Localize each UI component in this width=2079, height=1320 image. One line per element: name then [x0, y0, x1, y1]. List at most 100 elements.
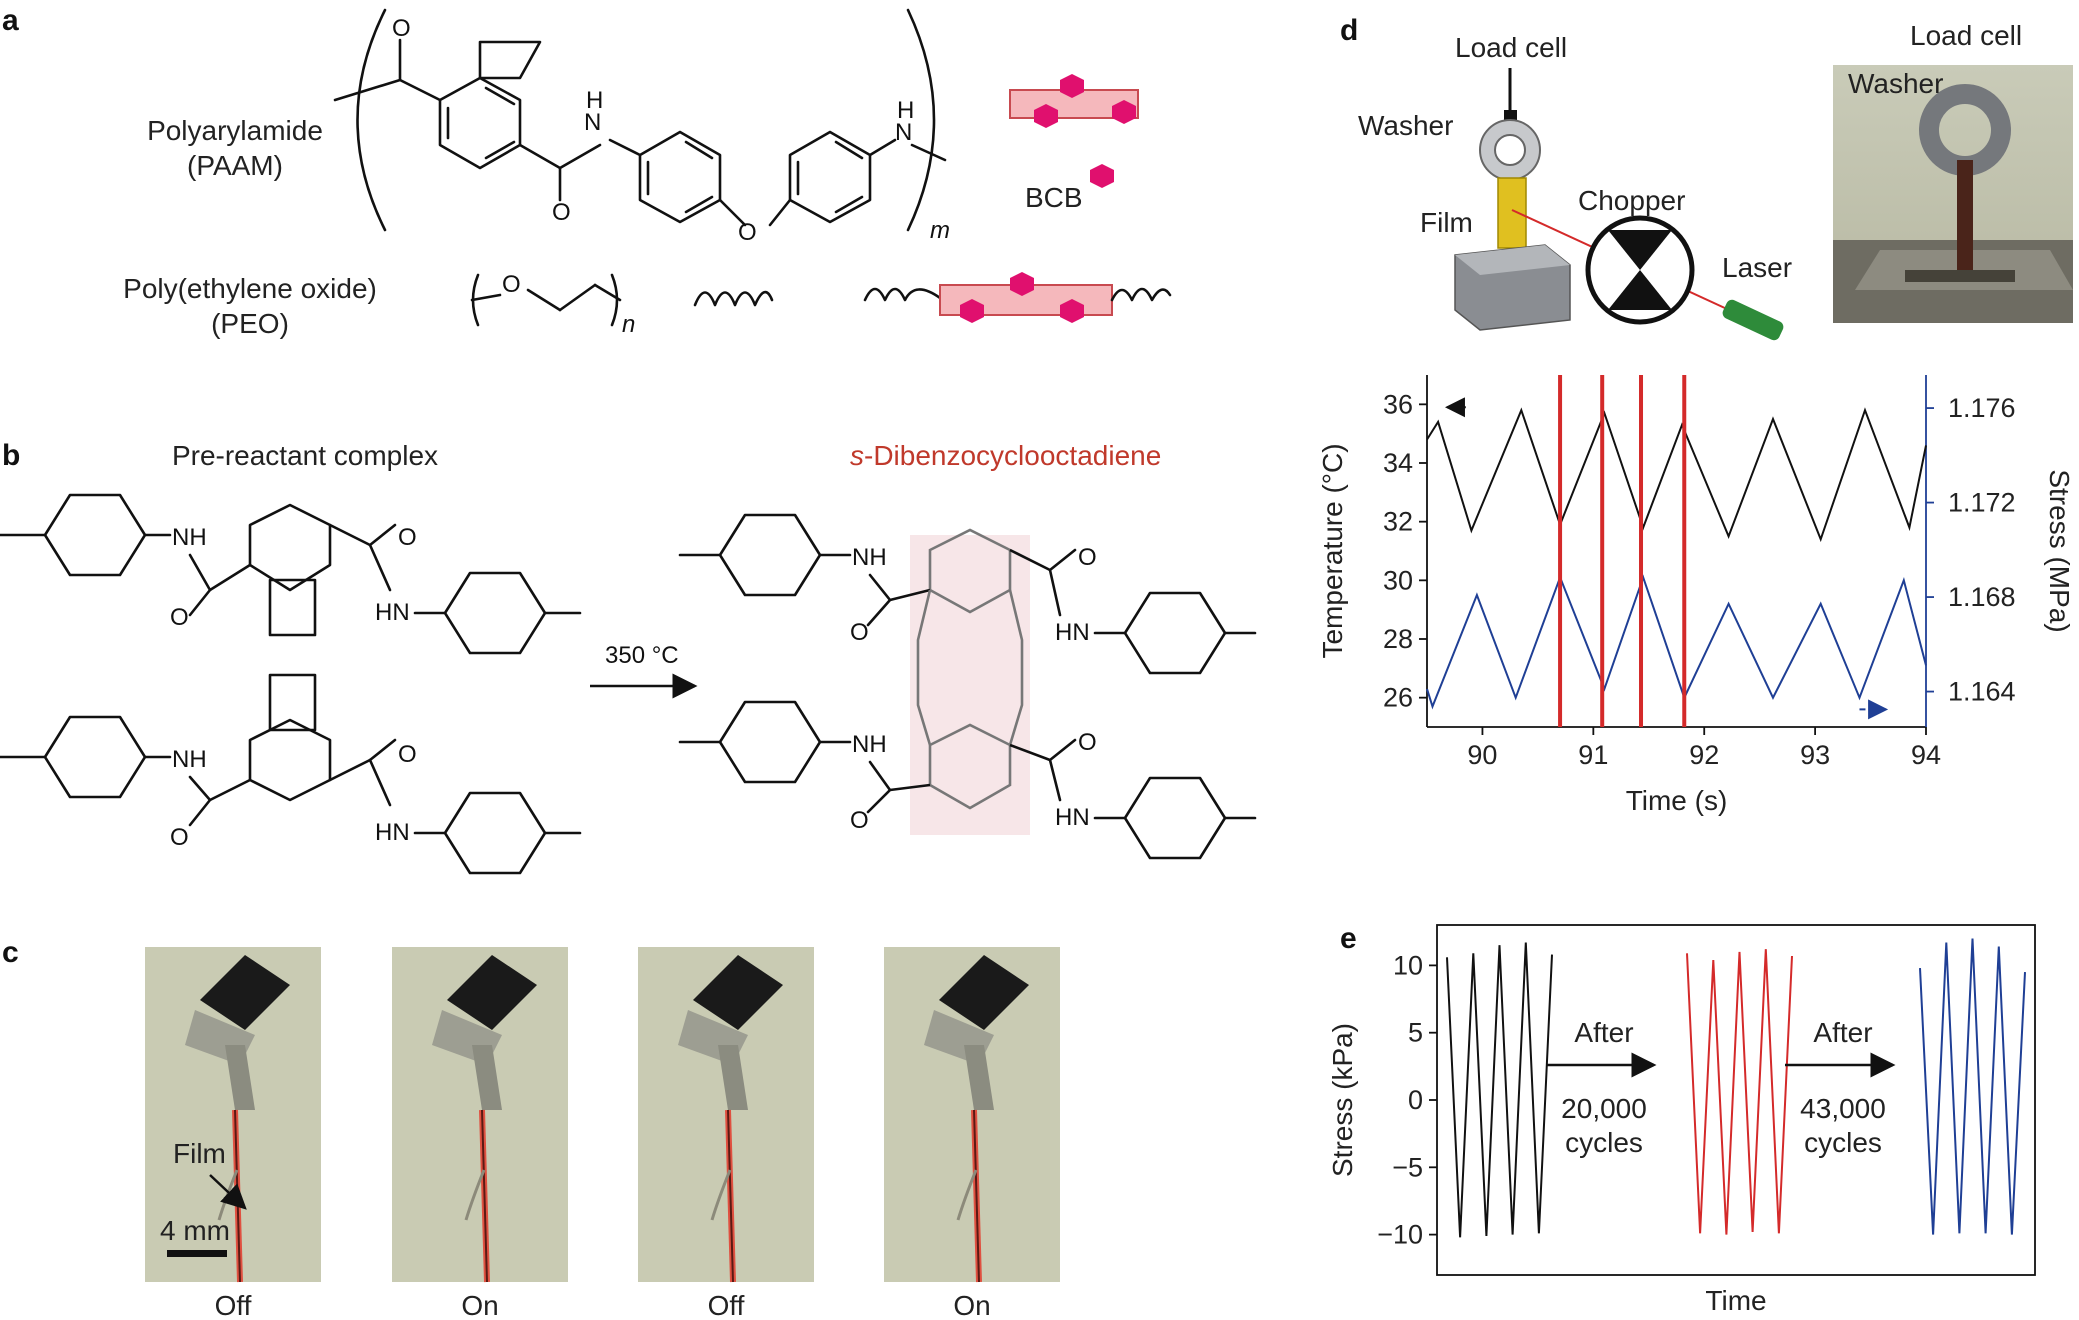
clamp — [225, 1045, 255, 1110]
y-right-tick-label: 1.172 — [1948, 488, 2016, 518]
cycle-trace-1 — [1446, 942, 1553, 1238]
x-axis-title: Time — [1705, 1285, 1766, 1316]
y-axis-title: Stress (kPa) — [1327, 1023, 1358, 1177]
prereactant-label: Pre-reactant complex — [172, 440, 438, 471]
svg-text:N: N — [584, 109, 601, 136]
panel-letter-a: a — [2, 4, 19, 37]
x-tick-label: 91 — [1578, 740, 1608, 770]
frame-state-label: Off — [708, 1290, 745, 1320]
schematic-chopper-label: Chopper — [1578, 185, 1685, 216]
x-tick-label: 92 — [1689, 740, 1719, 770]
svg-text:NH: NH — [852, 731, 887, 758]
bcb-hex-2 — [1034, 104, 1058, 128]
cycle-trace-2 — [1686, 949, 1793, 1235]
peo-chain-squiggle — [693, 290, 774, 307]
panel-b: Pre-reactant complex s-Dibenzocyclooctad… — [0, 440, 1257, 875]
composite-chain-right — [1110, 287, 1172, 302]
panel-letter-d: d — [1340, 14, 1358, 47]
clamp — [964, 1045, 994, 1110]
film-edge — [973, 1109, 980, 1283]
cycle-trace-3 — [1919, 938, 2026, 1235]
annotation-cycles-count: 43,000 — [1800, 1093, 1886, 1124]
svg-text:HN: HN — [1055, 804, 1090, 831]
panel-d-schematic: Load cell Washer Film Chopper Laser — [1358, 32, 1792, 341]
holder-dark — [447, 955, 537, 1030]
x-tick-label: 90 — [1467, 740, 1497, 770]
svg-text:HN: HN — [375, 599, 410, 626]
y-tick-label: −5 — [1392, 1152, 1423, 1182]
svg-text:NH: NH — [172, 746, 207, 773]
svg-text:N: N — [895, 119, 912, 146]
paam-repeat-m: m — [930, 217, 950, 244]
film-strip — [1497, 177, 1527, 249]
svg-text:H: H — [897, 97, 914, 124]
svg-text:O: O — [552, 199, 571, 226]
svg-text:O: O — [392, 15, 411, 42]
svg-text:O: O — [850, 619, 869, 646]
annotation-after: After — [1813, 1017, 1872, 1048]
schematic-load-cell-label: Load cell — [1455, 32, 1567, 63]
y-right-tick-label: 1.176 — [1948, 393, 2016, 423]
frame-1 — [145, 947, 321, 1283]
schematic-laser-label: Laser — [1722, 252, 1792, 283]
panel-d-photo: Washer Load cell — [1833, 20, 2073, 323]
svg-text:H: H — [586, 87, 603, 114]
y-tick-label: 32 — [1383, 507, 1413, 537]
peo-structure: O n — [470, 271, 635, 338]
y-tick-label: 26 — [1383, 683, 1413, 713]
svg-text:HN: HN — [1055, 619, 1090, 646]
laser-icon — [1722, 299, 1784, 341]
panel-a: Polyarylamide (PAAM) m O O N H — [123, 8, 1172, 339]
film-curl — [956, 1169, 978, 1221]
prereactant-molecule-bottom: NH O O HN — [0, 673, 582, 875]
annotation-after: After — [1574, 1017, 1633, 1048]
frame-4 — [884, 947, 1060, 1283]
holder-dark — [693, 955, 783, 1030]
bcb-label: BCB — [1025, 182, 1083, 213]
series-line-2 — [1426, 574, 1927, 710]
svg-text:HN: HN — [375, 819, 410, 846]
film-annotation-arrow — [209, 1174, 247, 1210]
film-annotation-label: Film — [173, 1138, 226, 1169]
svg-text:O: O — [170, 604, 189, 631]
frame-state-label: Off — [215, 1290, 252, 1320]
y-axis-title: Temperature (°C) — [1317, 443, 1348, 658]
holder-dark — [939, 955, 1029, 1030]
schematic-film-label: Film — [1420, 207, 1473, 238]
y-right-tick-label: 1.164 — [1948, 677, 2016, 707]
film-edge — [727, 1109, 734, 1283]
svg-text:O: O — [398, 741, 417, 768]
y-tick-label: 28 — [1383, 624, 1413, 654]
prereactant-molecule-top: NH O O HN — [0, 493, 582, 655]
peo-label-line1: Poly(ethylene oxide) — [123, 273, 377, 304]
bcb-hex-3 — [1112, 100, 1136, 124]
y-tick-label: 30 — [1383, 565, 1413, 595]
clamp — [718, 1045, 748, 1110]
panel-letter-b: b — [2, 439, 20, 472]
photo-load-cell-label: Load cell — [1910, 20, 2022, 51]
paam-structure: O O N H O N H — [333, 15, 947, 246]
svg-text:O: O — [738, 219, 757, 246]
svg-text:O: O — [1078, 544, 1097, 571]
y-tick-label: 0 — [1408, 1085, 1423, 1115]
frame-state-label: On — [461, 1290, 498, 1320]
y-tick-label: 36 — [1383, 389, 1413, 419]
annotation-cycles-count: 20,000 — [1561, 1093, 1647, 1124]
photo-washer-label: Washer — [1848, 68, 1943, 99]
film-curl — [710, 1169, 732, 1221]
scale-bar-label: 4 mm — [160, 1215, 230, 1246]
film-edge — [481, 1109, 488, 1283]
product-highlight — [910, 535, 1030, 835]
svg-text:n: n — [622, 311, 635, 338]
bcb-hex-single — [1090, 164, 1114, 188]
chart-e: −10−50510After20,000cyclesAfter43,000cyc… — [1327, 924, 2036, 1316]
y-tick-label: −10 — [1377, 1220, 1423, 1250]
composite-chain-left — [863, 287, 942, 302]
x-tick-label: 94 — [1911, 740, 1941, 770]
x-axis-title: Time (s) — [1626, 785, 1728, 816]
svg-text:O: O — [502, 271, 521, 298]
annotation-cycles-word: cycles — [1565, 1127, 1643, 1158]
film-curl — [464, 1169, 486, 1221]
svg-text:O: O — [850, 807, 869, 834]
